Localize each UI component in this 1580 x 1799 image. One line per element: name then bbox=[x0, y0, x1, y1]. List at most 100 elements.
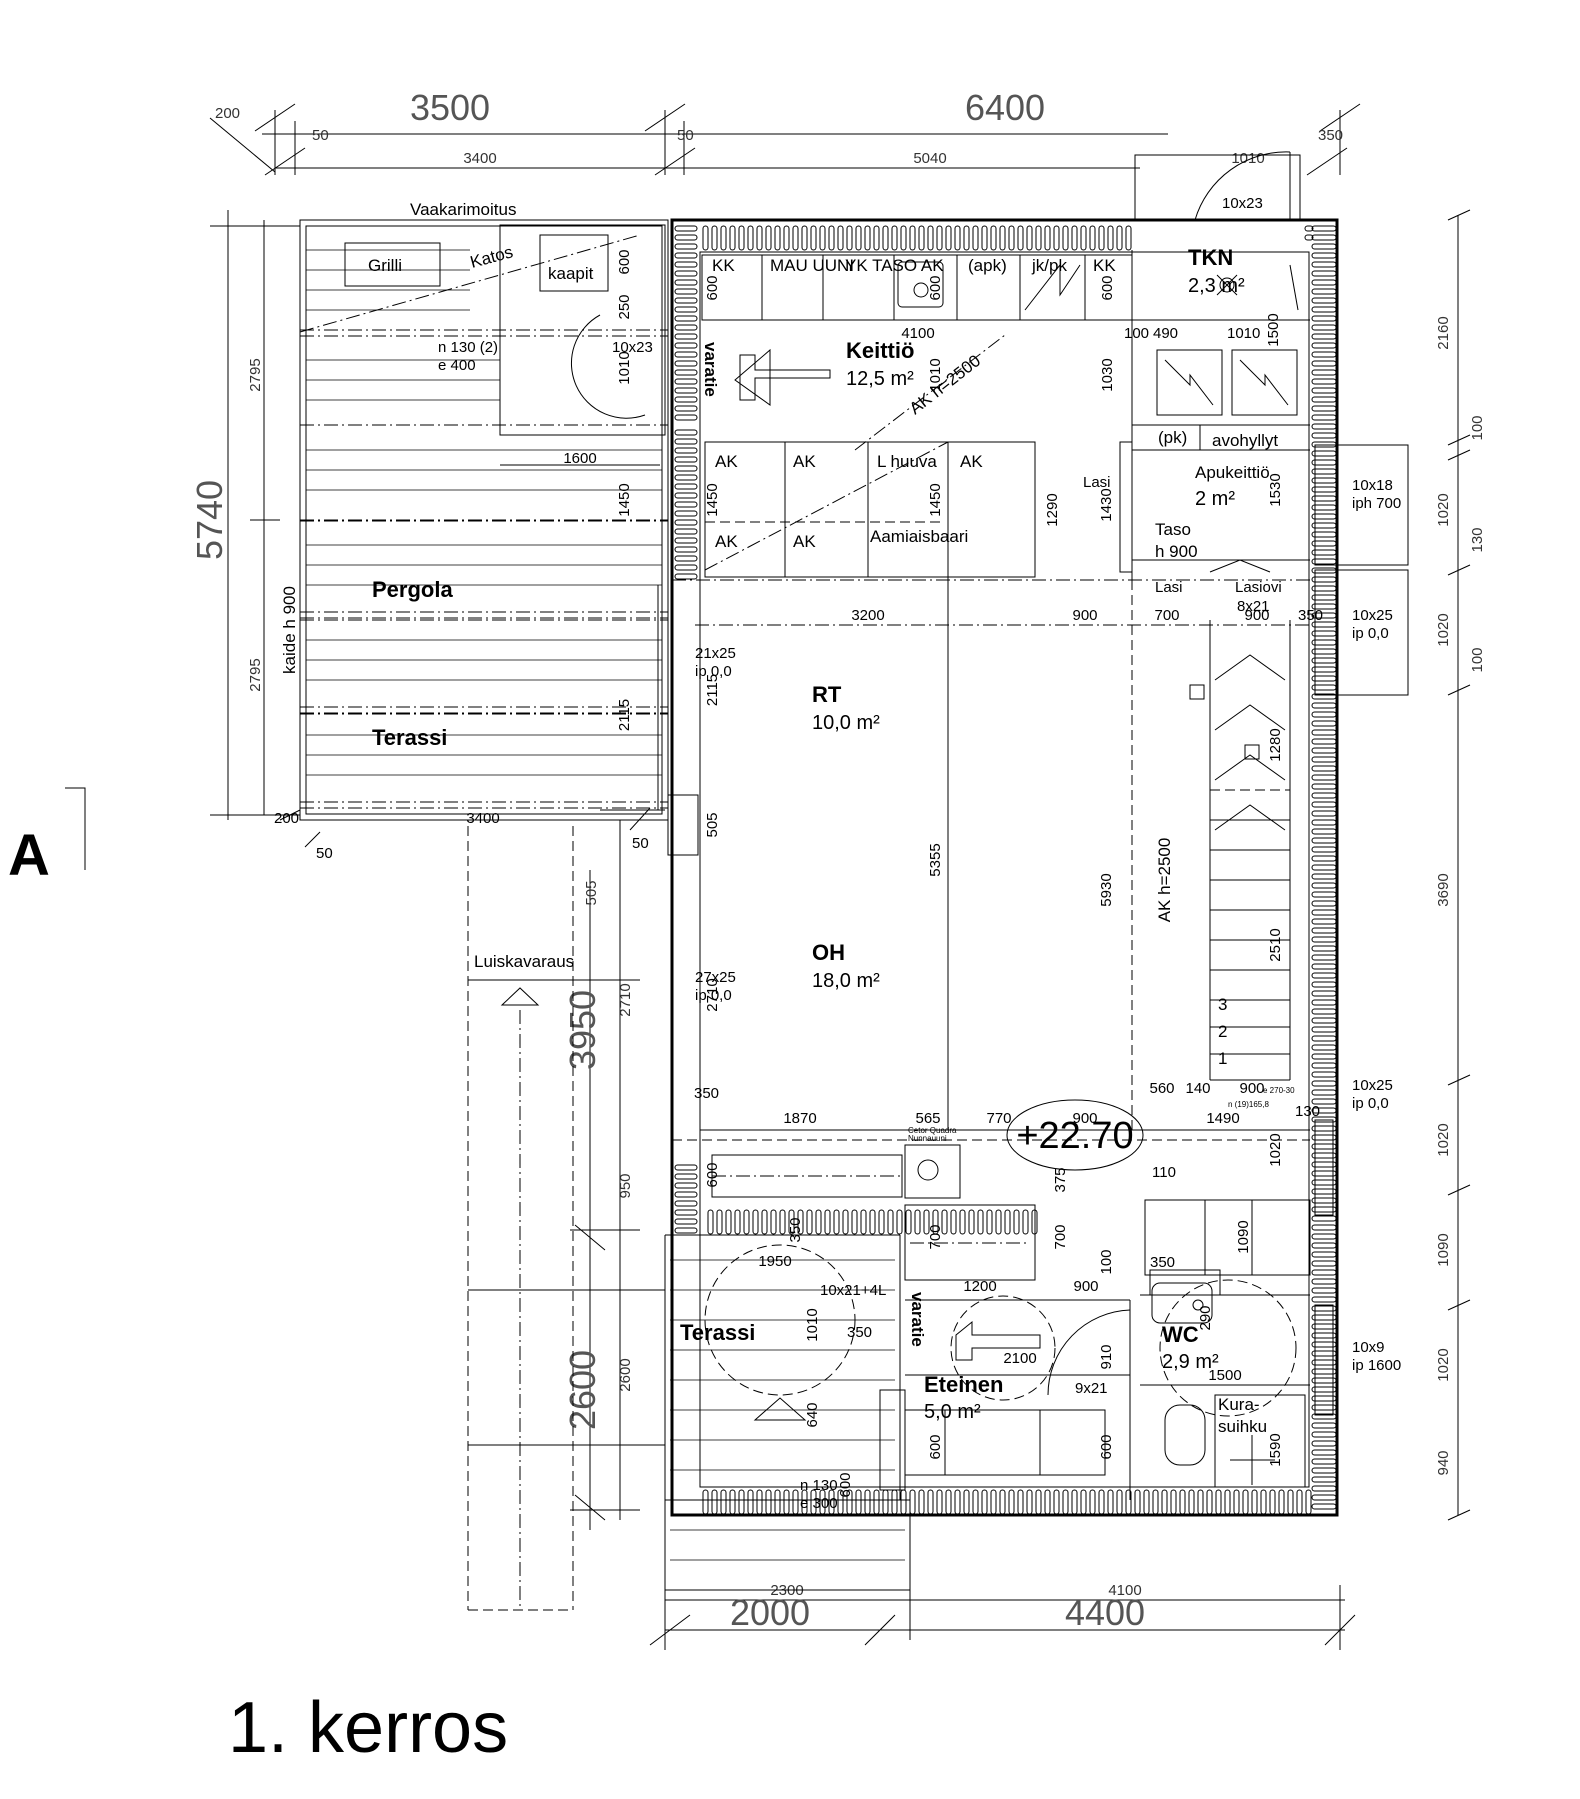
wall-brick bbox=[1311, 270, 1337, 277]
wall-brick bbox=[1311, 324, 1337, 331]
dim-600-a: 600 bbox=[704, 275, 721, 300]
wall-brick bbox=[950, 1209, 957, 1235]
wall-brick bbox=[1197, 1489, 1204, 1515]
wall-brick bbox=[828, 225, 835, 251]
page-title: 1. kerros bbox=[228, 1688, 508, 1768]
dim-700: 700 bbox=[1154, 607, 1179, 624]
wall-brick bbox=[1311, 441, 1337, 448]
wall-brick bbox=[1311, 936, 1337, 943]
wall-brick bbox=[674, 1209, 698, 1216]
wall-brick bbox=[1017, 1489, 1024, 1515]
wall-brick bbox=[1053, 225, 1060, 251]
wall-brick bbox=[972, 225, 979, 251]
wall-brick bbox=[1311, 1098, 1337, 1105]
wall-brick bbox=[1311, 1476, 1337, 1483]
room-rt-area: 10,0 m² bbox=[812, 712, 880, 734]
dim-1530: 1530 bbox=[1267, 473, 1284, 506]
room-tkn-area: 2,3 m² bbox=[1188, 275, 1245, 297]
wall-brick bbox=[1278, 1489, 1285, 1515]
wall-brick bbox=[1179, 1489, 1186, 1515]
room-terassi-1: Terassi bbox=[372, 725, 447, 750]
wall-brick bbox=[1311, 1359, 1337, 1366]
wall-brick bbox=[1311, 1296, 1337, 1303]
wall-brick bbox=[1311, 1071, 1337, 1078]
wall-brick bbox=[783, 1489, 790, 1515]
wall-brick bbox=[855, 225, 862, 251]
wall-brick bbox=[864, 225, 871, 251]
wall-brick bbox=[1311, 288, 1337, 295]
label-door-10x21-4l: 10x21+4L bbox=[820, 1282, 886, 1299]
wall-brick bbox=[1107, 225, 1114, 251]
dim-600-kaapit: 600 bbox=[616, 249, 633, 274]
wall-brick bbox=[1125, 1489, 1132, 1515]
room-rt-name: RT bbox=[812, 682, 842, 707]
wall-brick bbox=[1311, 1323, 1337, 1330]
wall-brick bbox=[788, 1209, 795, 1235]
wall-brick bbox=[1311, 1242, 1337, 1249]
dim-1010-door: 1010 bbox=[616, 351, 633, 384]
wall-brick bbox=[738, 225, 745, 251]
wall-brick bbox=[1311, 423, 1337, 430]
wall-brick bbox=[1311, 1143, 1337, 1150]
wall-brick bbox=[1311, 459, 1337, 466]
dim-600-fire: 600 bbox=[704, 1162, 721, 1187]
wall-brick bbox=[674, 324, 698, 331]
wall-brick bbox=[1311, 495, 1337, 502]
living-room-lines bbox=[667, 577, 1310, 1131]
wall-brick bbox=[1311, 396, 1337, 403]
label-ip00-a: ip 0,0 bbox=[1352, 625, 1389, 642]
wall-brick bbox=[878, 1209, 885, 1235]
level-marker: +22.70 bbox=[1016, 1115, 1133, 1157]
wall-brick bbox=[1062, 225, 1069, 251]
label-apk: (apk) bbox=[968, 256, 1007, 275]
wall-brick bbox=[810, 225, 817, 251]
room-keittio-area: 12,5 m² bbox=[846, 368, 914, 390]
wall-brick bbox=[1311, 630, 1337, 637]
dim-top-50b: 50 bbox=[677, 127, 694, 144]
dim-right-3690: 3690 bbox=[1435, 873, 1452, 906]
wall-brick bbox=[1170, 1489, 1177, 1515]
wall-brick bbox=[1311, 450, 1337, 457]
wall-brick bbox=[1311, 486, 1337, 493]
wall-brick bbox=[702, 225, 709, 251]
wall-brick bbox=[1311, 540, 1337, 547]
label-ak-3: AK bbox=[960, 452, 983, 471]
dim-200-bottom: 200 bbox=[274, 810, 299, 827]
wall-brick bbox=[1311, 837, 1337, 844]
label-ip1600: ip 1600 bbox=[1352, 1357, 1401, 1374]
wall-brick bbox=[837, 1489, 844, 1515]
wall-brick bbox=[1304, 234, 1314, 241]
label-win-10x25-b: 10x25 bbox=[1352, 1077, 1393, 1094]
wall-brick bbox=[674, 1200, 698, 1207]
wall-brick bbox=[1311, 1269, 1337, 1276]
dim-3400-bottom: 3400 bbox=[466, 810, 499, 827]
wall-brick bbox=[954, 225, 961, 251]
wall-brick bbox=[1311, 711, 1337, 718]
room-apukeittio-name: Apukeittiö bbox=[1195, 463, 1270, 482]
wall-brick bbox=[1311, 558, 1337, 565]
wall-brick bbox=[1044, 1489, 1051, 1515]
wall-brick bbox=[882, 1489, 889, 1515]
room-eteinen-area: 5,0 m² bbox=[924, 1401, 981, 1423]
wall-brick bbox=[1311, 1287, 1337, 1294]
wall-brick bbox=[1026, 1489, 1033, 1515]
dim-1950: 1950 bbox=[758, 1253, 791, 1270]
wall-brick bbox=[1311, 234, 1337, 241]
dim-600-ent: 600 bbox=[837, 1472, 854, 1497]
wall-brick bbox=[896, 1209, 903, 1235]
wall-brick bbox=[1269, 1489, 1276, 1515]
dim-1010-ent: 1010 bbox=[804, 1308, 821, 1341]
wall-brick bbox=[936, 225, 943, 251]
wall-brick bbox=[918, 225, 925, 251]
wall-brick bbox=[1035, 1489, 1042, 1515]
wall-brick bbox=[674, 492, 698, 499]
wall-brick bbox=[936, 1489, 943, 1515]
wall-brick bbox=[1311, 1215, 1337, 1222]
wall-brick bbox=[1311, 1161, 1337, 1168]
dim-right-1020c: 1020 bbox=[1435, 1123, 1452, 1156]
dim-left-2710: 2710 bbox=[617, 983, 634, 1016]
wall-brick bbox=[674, 234, 698, 241]
wall-brick bbox=[1311, 1260, 1337, 1267]
wall-brick bbox=[909, 1489, 916, 1515]
wall-brick bbox=[1311, 1503, 1337, 1510]
